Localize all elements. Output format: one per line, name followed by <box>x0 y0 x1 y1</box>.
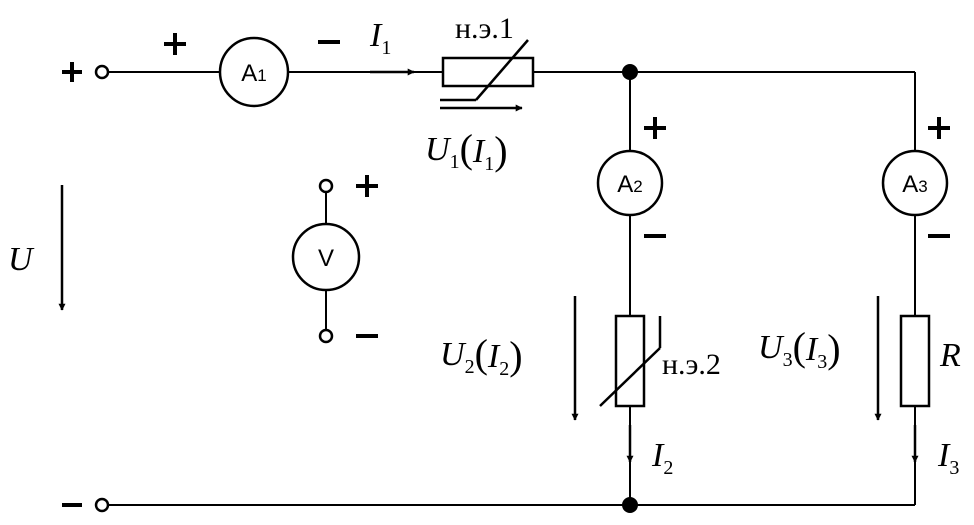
voltmeter-plus-sign <box>356 175 378 197</box>
voltmeter-terminal-positive <box>318 178 334 194</box>
node-top <box>622 64 638 80</box>
ammeter-a1-label: A1 <box>241 60 266 87</box>
supply-voltage-label: U <box>8 241 35 278</box>
voltage-u1-label: U1(I1) <box>425 126 508 175</box>
nonlinear-element-1 <box>440 39 535 102</box>
voltage-u2-label: U2(I2) <box>440 331 523 380</box>
nonlinear-element-1-label: н.э.1 <box>455 12 514 45</box>
nonlinear-element-2-label: н.э.2 <box>662 348 721 381</box>
voltmeter-label: V <box>318 245 334 272</box>
voltmeter: V <box>291 222 361 292</box>
a3-plus-sign <box>928 117 950 139</box>
ammeter-a2-label: A2 <box>617 171 642 198</box>
wires <box>108 71 916 506</box>
ammeter-a3-label: A3 <box>902 171 927 198</box>
voltmeter-terminal-negative <box>318 328 334 344</box>
node-bottom <box>622 497 638 513</box>
resistor <box>899 314 931 408</box>
a2-plus-sign <box>644 117 666 139</box>
voltage-u3-label: U3(I3) <box>758 324 841 373</box>
a1-plus-sign <box>164 33 186 55</box>
current-i3-label: I3 <box>937 437 959 479</box>
ammeter-a1: A1 <box>218 36 290 108</box>
nonlinear-element-2 <box>599 314 662 408</box>
current-i1-label: I1 <box>369 17 391 59</box>
current-i2-label: I2 <box>651 437 673 479</box>
polarity-signs <box>62 33 950 507</box>
input-plus-sign <box>62 62 82 82</box>
terminal-positive <box>94 64 110 80</box>
resistor-label: R <box>939 337 961 374</box>
ammeter-a3: A3 <box>881 149 949 217</box>
terminal-negative <box>94 497 110 513</box>
ammeter-a2: A2 <box>596 149 664 217</box>
